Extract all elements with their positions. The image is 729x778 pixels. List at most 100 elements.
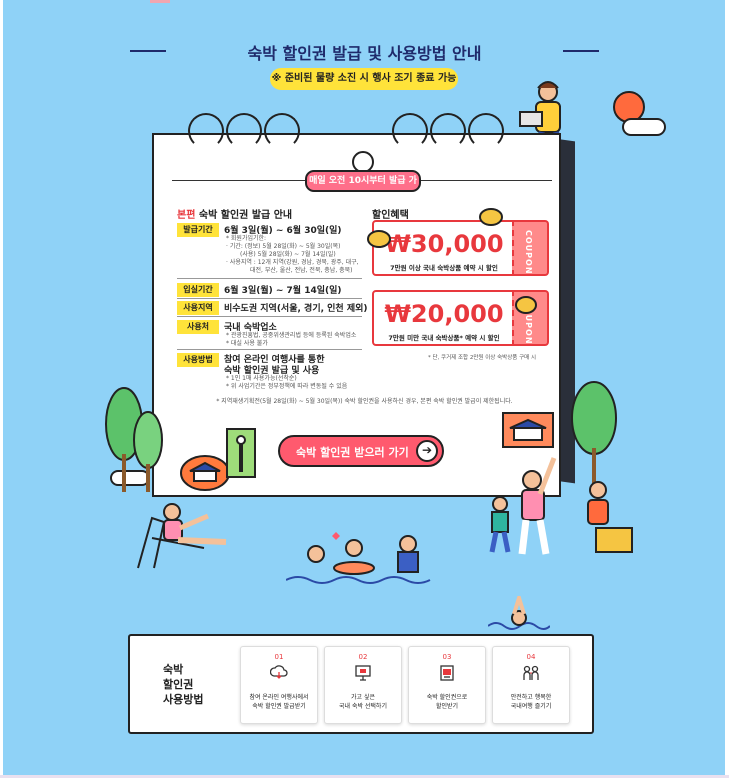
sub-note: 대전, 부산, 울산, 전남, 전북, 충남, 충북) bbox=[250, 267, 353, 274]
binder-ring bbox=[430, 113, 466, 149]
tree-icon bbox=[571, 381, 617, 486]
tag-checkin-period: 입실기간 bbox=[177, 283, 219, 297]
value-region: 비수도권 지역(서울, 경기, 인천 제외) bbox=[224, 304, 368, 314]
sun-icon bbox=[613, 91, 645, 123]
step-text-line: 숙박 할인권 발급받기 bbox=[252, 703, 306, 710]
step-number: 04 bbox=[526, 653, 536, 661]
daily-issue-badge: 매일 오전 10시부터 발급 가능 bbox=[305, 170, 421, 204]
get-voucher-label: 숙박 할인권 받으러 가기 bbox=[296, 446, 409, 459]
coin-icon bbox=[515, 296, 537, 314]
value-issue-period: 6월 3일(월) ~ 6월 30일(일) bbox=[224, 226, 342, 236]
title-deco-left bbox=[130, 50, 166, 52]
coupon-amount: ₩30,000 bbox=[384, 230, 504, 258]
tag-usage: 사용방법 bbox=[177, 353, 219, 367]
binder-ring bbox=[468, 113, 504, 149]
sub-note: (사용) 5월 28일(화) ~ 7월 14일(일) bbox=[240, 251, 336, 258]
coupon-note: * 단, 쿠거제 조합 2만원 이상 숙박상품 구매 시 bbox=[428, 355, 537, 361]
discount-coupon-icon bbox=[440, 665, 454, 681]
how-title-line: 할인권 bbox=[163, 678, 194, 691]
section-prefix: 본편 bbox=[177, 210, 196, 221]
coupon-30000: ₩30,000 7만원 이상 국내 숙박상품 예약 시 할인 bbox=[372, 220, 516, 276]
step-text-line: 국내 숙박 선택하기 bbox=[339, 703, 387, 710]
step-number: 03 bbox=[442, 653, 452, 661]
row-divider bbox=[177, 298, 362, 299]
how-title-line: 사용방법 bbox=[163, 693, 204, 706]
how-title-line: 숙박 bbox=[163, 663, 184, 676]
how-to-use-title: 숙박 할인권 사용방법 bbox=[163, 662, 203, 707]
row-divider bbox=[177, 278, 362, 279]
row-divider bbox=[177, 349, 362, 350]
tower-icon bbox=[226, 428, 256, 478]
coupon-desc: 7만원 이상 국내 숙박상품 예약 시 할인 bbox=[390, 264, 498, 272]
coupon-stub: COUPON bbox=[512, 220, 549, 276]
bottom-border bbox=[0, 775, 729, 778]
coin-icon bbox=[367, 230, 391, 248]
get-voucher-button[interactable]: 숙박 할인권 받으러 가기 ➔ bbox=[278, 435, 444, 467]
binder-ring bbox=[226, 113, 262, 149]
footnote: * 지역재생기획전(5월 28일(화) ~ 5월 30일(목)) 숙박 할인권을… bbox=[216, 398, 513, 405]
monitor-select-icon bbox=[355, 665, 371, 681]
sub-note: * 위 사업기간은 정부정책에 따라 변동될 수 있음 bbox=[226, 383, 348, 390]
family-illustration bbox=[489, 457, 633, 555]
coupon-amount: ₩20,000 bbox=[384, 300, 504, 328]
left-margin bbox=[0, 0, 3, 778]
palace-gate-icon bbox=[502, 412, 554, 448]
step-number: 01 bbox=[274, 653, 284, 661]
binder-ring bbox=[188, 113, 224, 149]
cloud-download-icon bbox=[270, 665, 288, 679]
coin-icon bbox=[479, 208, 503, 226]
tree-icon bbox=[105, 387, 163, 492]
right-margin bbox=[725, 0, 729, 778]
step-text-line: 숙박 할인권으로 bbox=[426, 694, 468, 701]
coupon-label: COUPON bbox=[524, 230, 533, 275]
sub-note: * 1인 1매 사용가능(선착순) bbox=[226, 375, 297, 382]
sub-note: * 관광진흥법, 공중위생관리법 등에 등록된 숙박업소 bbox=[226, 332, 357, 339]
benefit-heading: 할인혜택 bbox=[372, 210, 409, 221]
sunbather-illustration bbox=[137, 503, 227, 569]
step-text-line: 국내여행 즐기기 bbox=[510, 703, 552, 710]
palace-icon bbox=[180, 455, 230, 491]
coupon-20000: ₩20,000 7만원 미만 국내 숙박상품* 예약 시 할인 bbox=[372, 290, 516, 346]
binder-ring bbox=[392, 113, 428, 149]
sub-note: * 대실 사용 불가 bbox=[226, 340, 268, 347]
coupon-desc: 7만원 미만 국내 숙박상품* 예약 시 할인 bbox=[388, 334, 500, 342]
arrow-right-icon: ➔ bbox=[416, 440, 438, 462]
tag-region: 사용지역 bbox=[177, 301, 219, 315]
sub-note: * 회원가입기한: bbox=[226, 235, 267, 242]
travelers-icon bbox=[523, 665, 539, 680]
binder-ring bbox=[264, 113, 300, 149]
sub-note: · 사용지역 : 12개 지역(강원, 경남, 경북, 광주, 대구, bbox=[226, 259, 359, 266]
tag-issue-period: 발급기간 bbox=[177, 223, 219, 237]
value-checkin-period: 6월 3일(월) ~ 7월 14일(일) bbox=[224, 286, 342, 296]
value-venue: 국내 숙박업소 bbox=[224, 323, 277, 333]
value-usage-2: 숙박 할인권 발급 및 사용 bbox=[224, 366, 320, 376]
step-text-line: 안전하고 행복한 bbox=[510, 694, 552, 701]
step-text-line: 참여 온라인 여행사에서 bbox=[249, 694, 309, 701]
top-accent bbox=[150, 0, 170, 3]
step-text-line: 가고 싶은 bbox=[351, 694, 375, 701]
row-divider bbox=[177, 316, 362, 317]
step-text-line: 할인받기 bbox=[435, 703, 459, 710]
step-number: 02 bbox=[358, 653, 368, 661]
coupon-label: COUPON bbox=[524, 300, 533, 345]
title-deco-right bbox=[563, 50, 599, 52]
tag-venue: 사용처 bbox=[177, 320, 219, 334]
swimmers-illustration bbox=[286, 532, 431, 584]
section-title: 숙박 할인권 발급 안내 bbox=[198, 210, 293, 221]
page-title: 숙박 할인권 발급 및 사용방법 안내 bbox=[247, 44, 482, 63]
diver-illustration bbox=[488, 596, 550, 630]
cloud-icon bbox=[622, 118, 666, 136]
issue-guide-heading: 본편 숙박 할인권 발급 안내 bbox=[177, 206, 292, 221]
value-usage: 참여 온라인 여행사를 통한 bbox=[224, 355, 325, 365]
sub-note: · 기간: (정보) 5월 28일(화) ~ 5월 30일(목) bbox=[226, 243, 341, 250]
notice-badge: ※ 준비된 물량 소진 시 행사 조기 종료 가능 bbox=[270, 68, 458, 90]
